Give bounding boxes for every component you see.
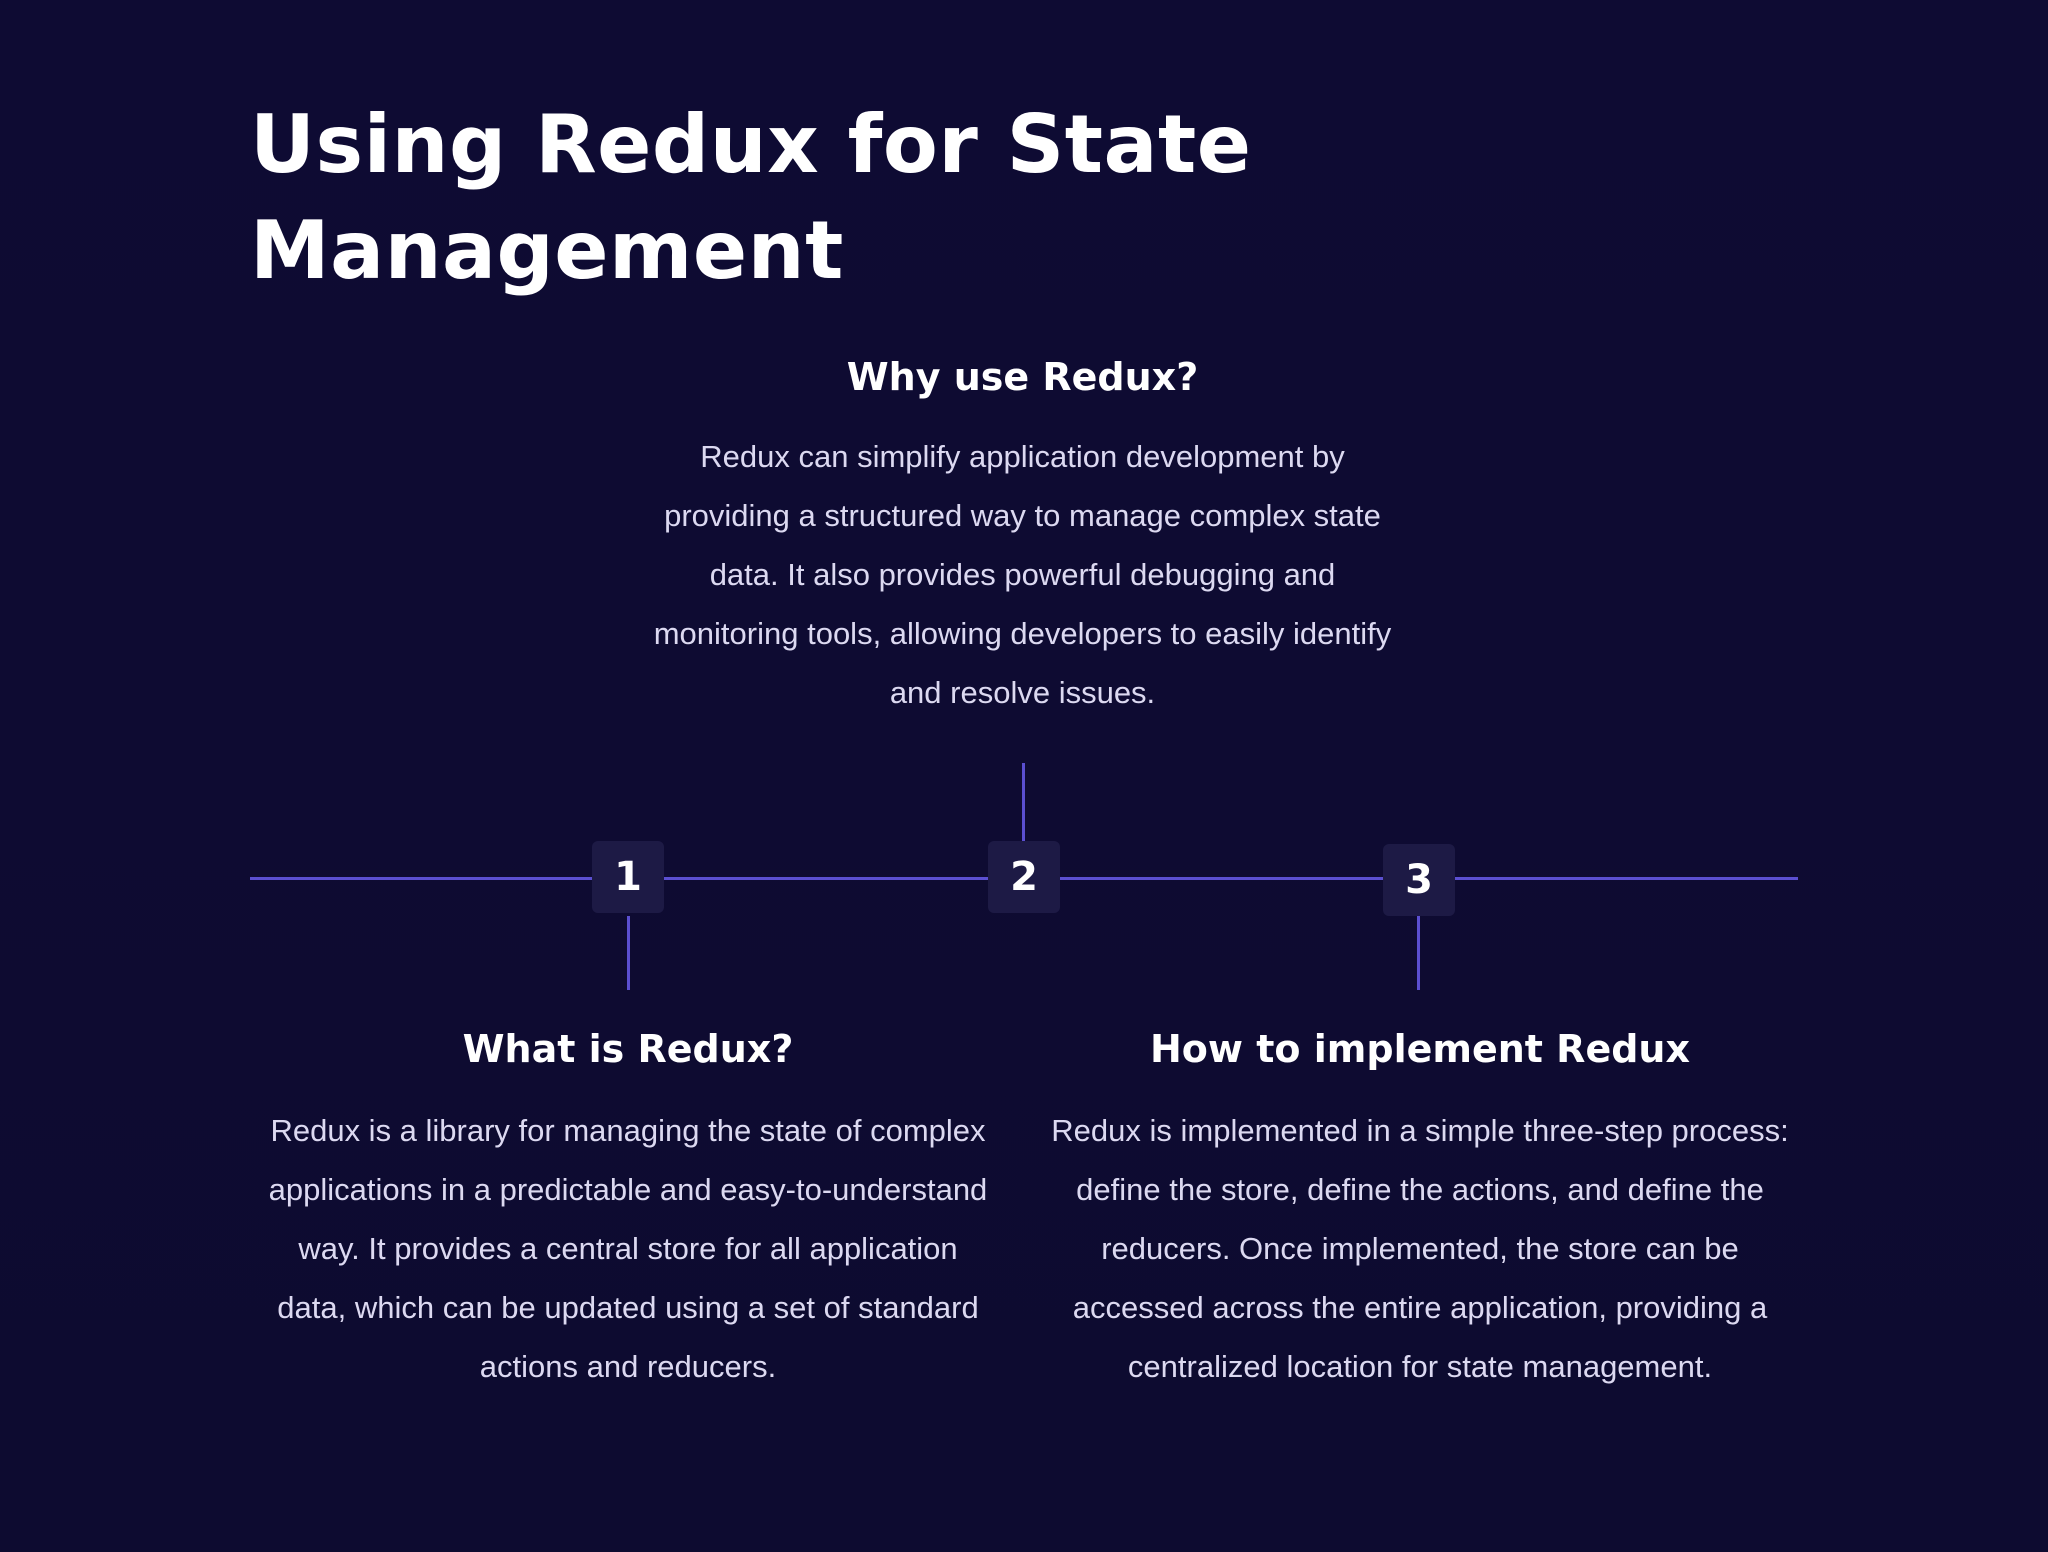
page-title: Using Redux for State Management [250,98,1252,297]
section-why-use-redux: Why use Redux? Redux can simplify applic… [650,352,1395,722]
section-heading: Why use Redux? [846,355,1199,399]
step-marker-1: 1 [592,841,664,913]
step-marker-2: 2 [988,841,1060,913]
section-what-is-redux: What is Redux? Redux is a library for ma… [268,1024,988,1396]
section-heading: How to implement Redux [1150,1027,1690,1071]
section-body: Redux is a library for managing the stat… [268,1113,988,1384]
section-body: Redux is implemented in a simple three-s… [1051,1113,1789,1384]
section-how-to-implement: How to implement Redux Redux is implemen… [1048,1024,1792,1396]
step-marker-3: 3 [1383,844,1455,916]
section-body: Redux can simplify application developme… [653,439,1392,710]
section-heading: What is Redux? [462,1027,794,1071]
timeline-connector-3 [1417,916,1420,990]
timeline-connector-2 [1022,763,1025,841]
timeline-connector-1 [627,916,630,990]
